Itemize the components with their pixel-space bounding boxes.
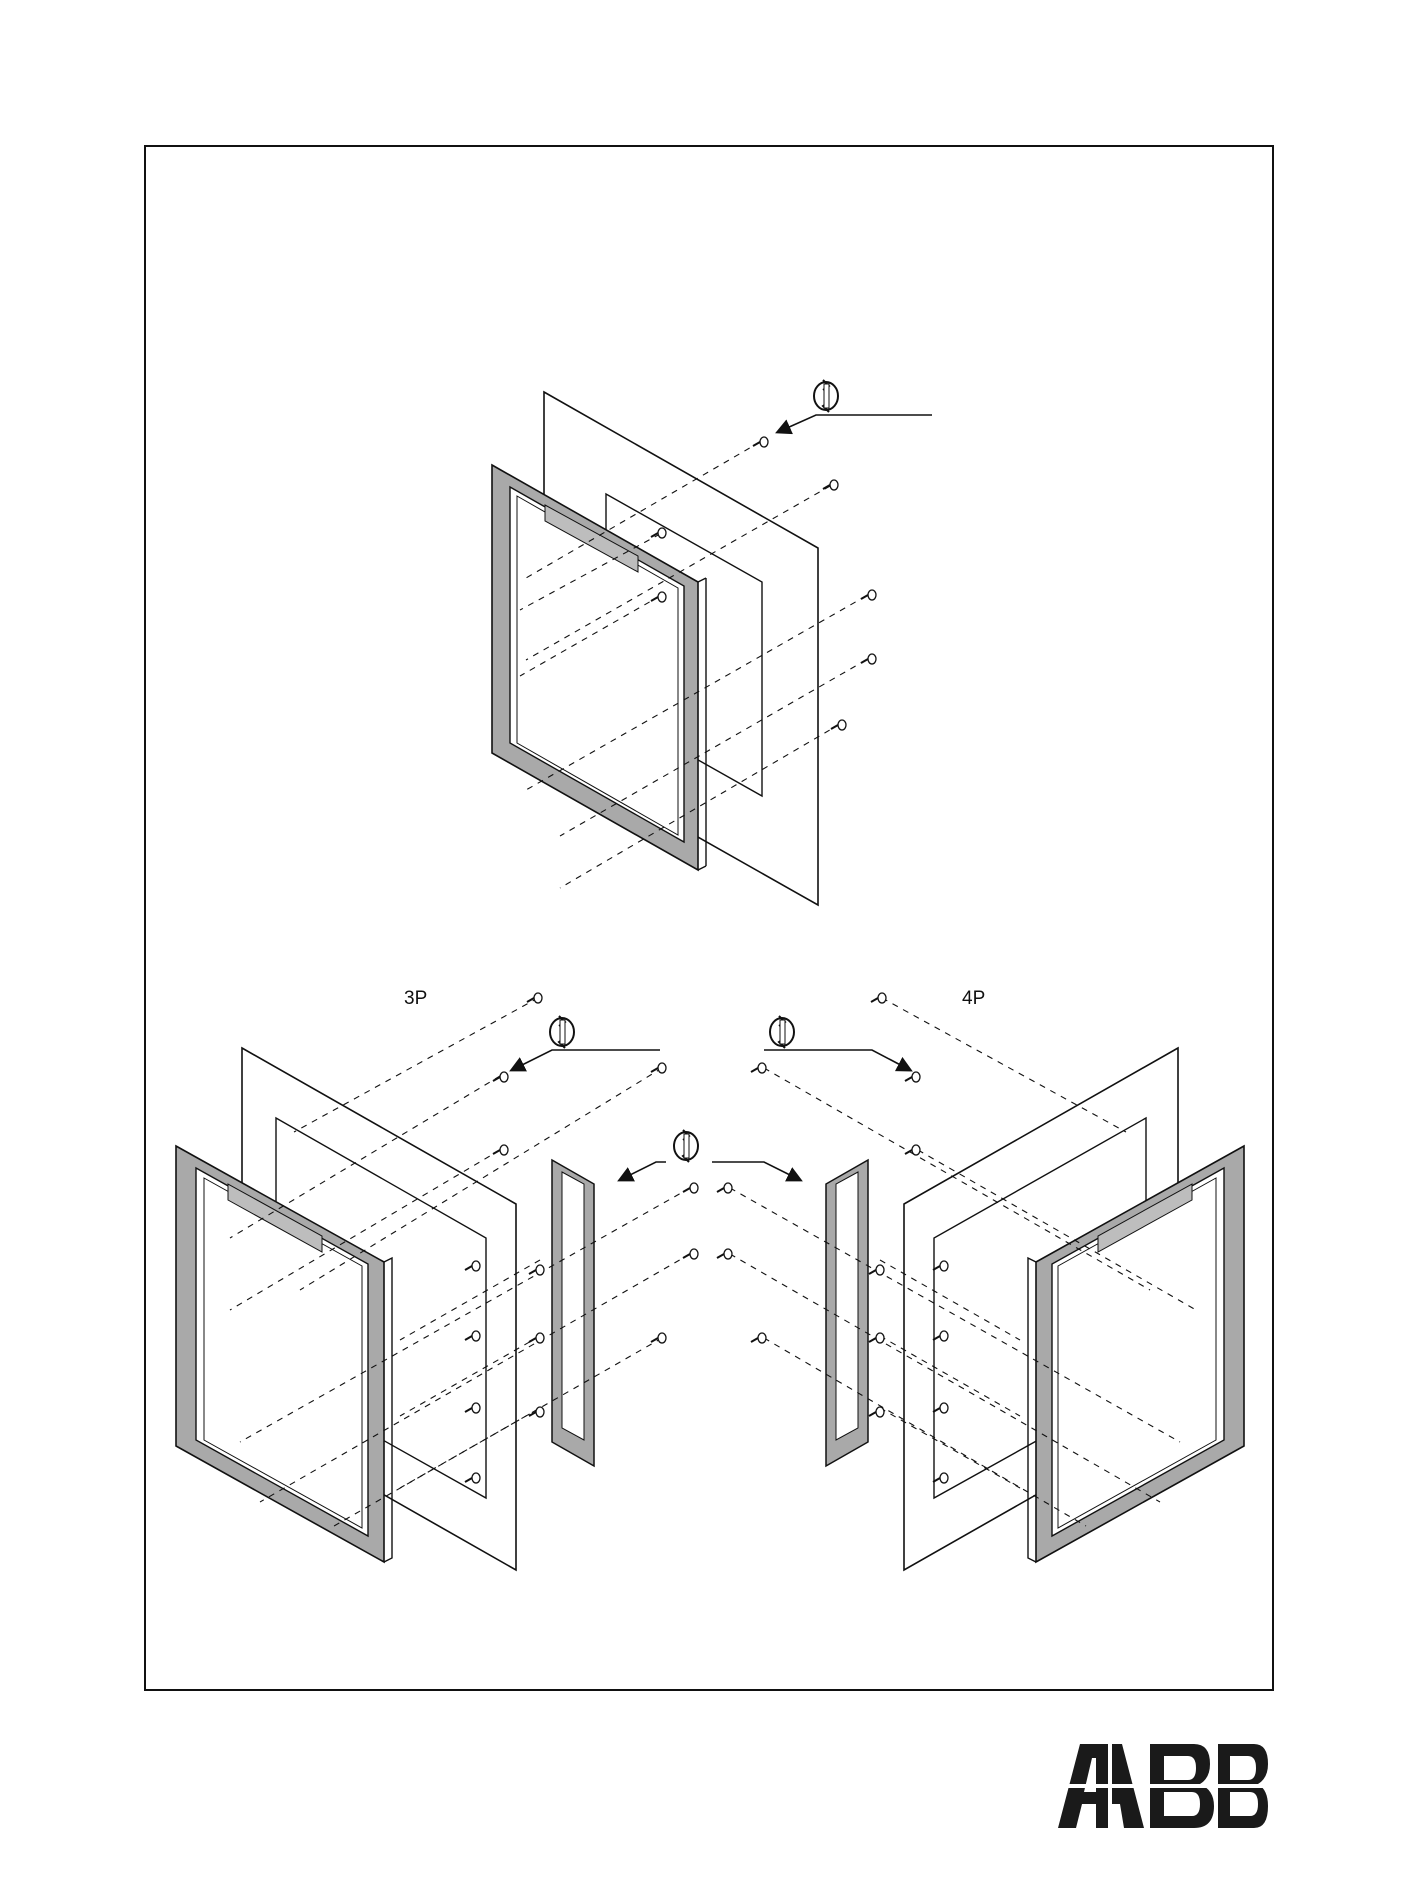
- rotate-screwdriver-icon: [814, 380, 838, 412]
- bracket-screw-callout: [620, 1130, 800, 1180]
- 4p-side-bracket: [826, 1160, 868, 1466]
- assembly-4p: [717, 993, 1244, 1570]
- 4p-leader-arrow: [764, 1050, 910, 1070]
- top-leader-arrow: [778, 415, 932, 432]
- 3p-side-bracket: [552, 1160, 594, 1466]
- rotate-screwdriver-icon: [674, 1130, 698, 1162]
- top-assembly: [492, 380, 932, 905]
- assembly-3p: [176, 993, 698, 1570]
- rotate-screwdriver-icon: [550, 1016, 574, 1048]
- 3p-leader-arrow: [512, 1050, 660, 1070]
- label-3p: 3P: [404, 988, 427, 1010]
- rotate-screwdriver-icon: [770, 1016, 794, 1048]
- abb-logo: [1058, 1744, 1268, 1828]
- label-4p: 4P: [962, 988, 985, 1010]
